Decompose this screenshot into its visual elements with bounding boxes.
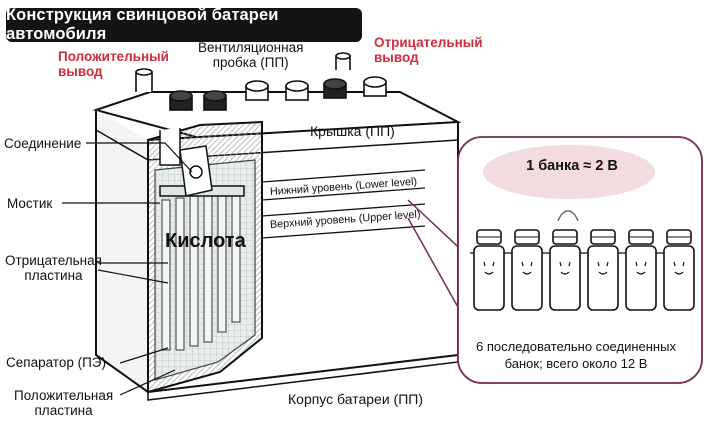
terminal-posts <box>135 52 351 92</box>
battery-cell <box>511 229 543 311</box>
battery-cell <box>587 229 619 311</box>
battery-cell <box>625 229 657 311</box>
level-lines <box>261 169 426 239</box>
cutaway <box>147 120 263 394</box>
negative-terminal-label: Отрицательный вывод <box>374 35 483 65</box>
battery-cell <box>549 229 581 311</box>
battery-cell <box>663 229 695 311</box>
positive-terminal-label: Положительный вывод <box>58 49 169 79</box>
vent-plugs <box>169 76 387 111</box>
lid-label: Крышка (ПП) <box>310 123 395 139</box>
acid-label: Кислота <box>165 230 246 252</box>
negative-plate-label: Отрицательная пластина <box>5 253 102 283</box>
vent-plug-label: Вентиляционная пробка (ПП) <box>198 40 304 70</box>
cell-caption: 6 последовательно соединенных банок; все… <box>476 339 676 371</box>
case-label: Корпус батареи (ПП) <box>288 391 423 407</box>
cell-voltage-bubble: 1 банка ≈ 2 В <box>526 158 618 174</box>
positive-plate-label: Положительная пластина <box>14 388 114 418</box>
connection-label: Соединение <box>4 136 82 151</box>
bridge-label: Мостик <box>7 196 53 211</box>
diagram-title: Конструкция свинцовой батареи автомобиля <box>6 6 362 43</box>
leader-lines <box>62 142 193 396</box>
separator-label: Сепаратор (ПЭ) <box>6 355 106 370</box>
battery-cell <box>473 229 505 311</box>
